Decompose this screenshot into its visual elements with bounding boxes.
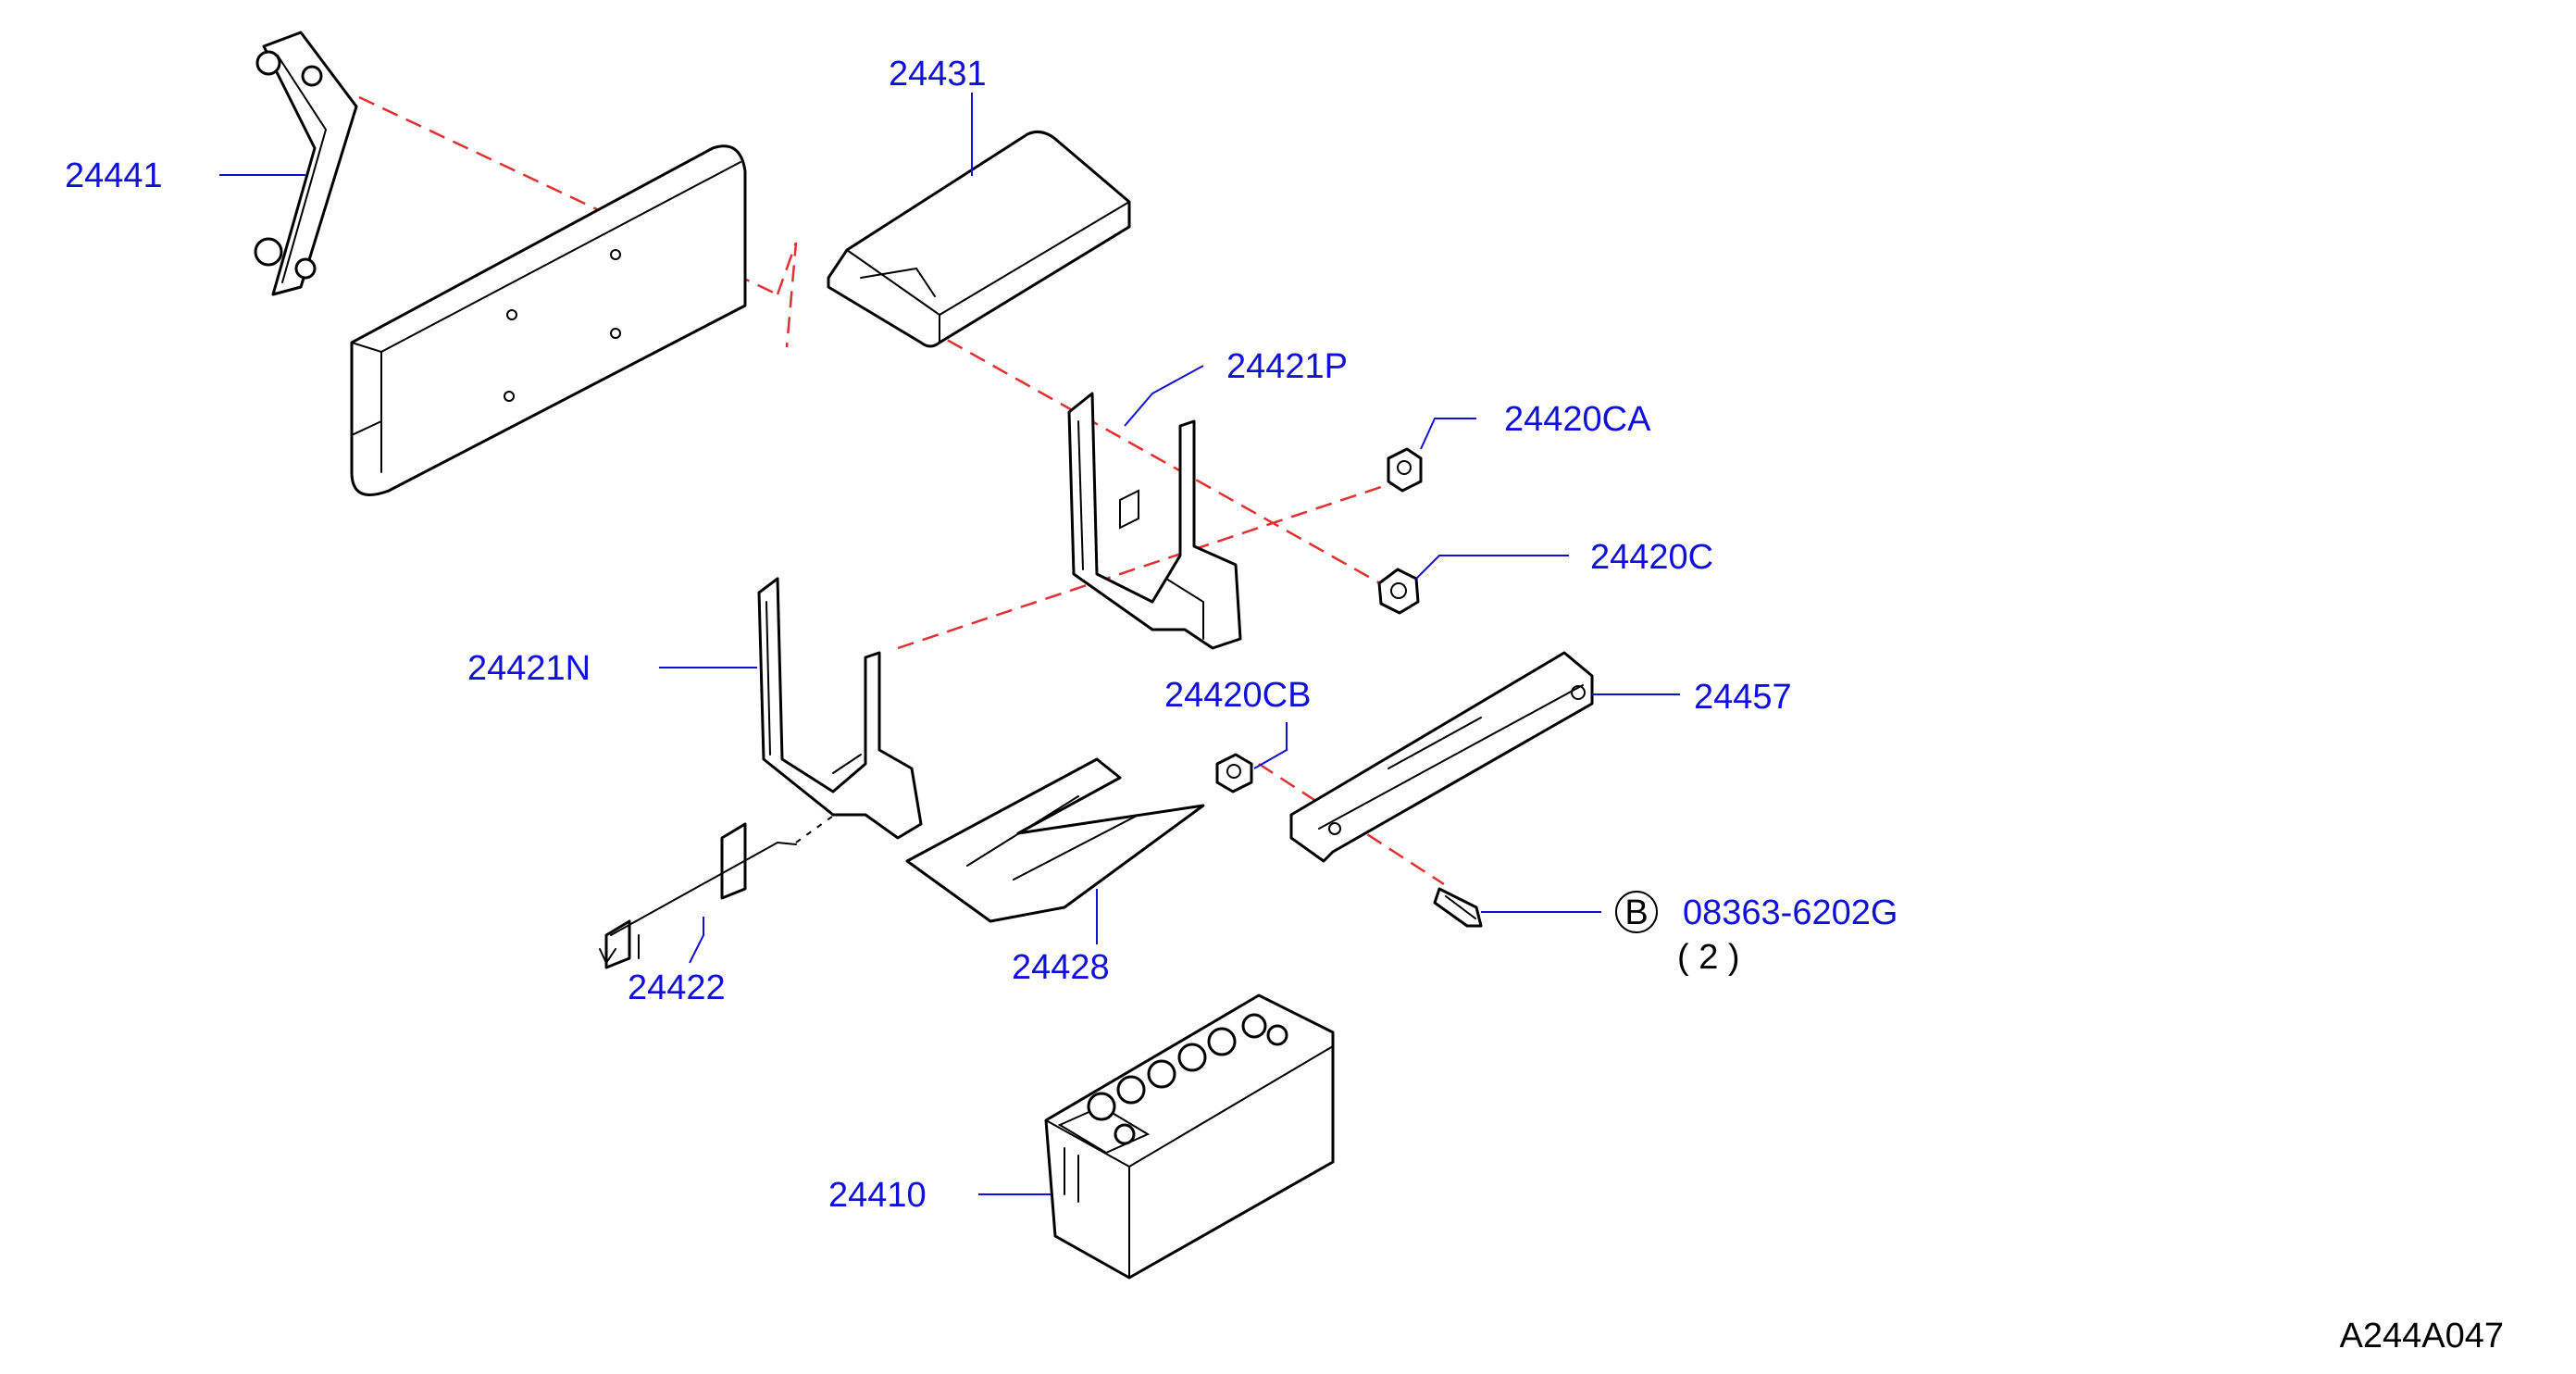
bolt-callout: B xyxy=(1615,891,1658,933)
label-24421N: 24421N xyxy=(467,649,591,688)
part-24421P-bracket xyxy=(1067,392,1242,650)
part-08363-6202G-bolt xyxy=(1433,887,1483,928)
part-24457-holddown xyxy=(1289,651,1594,863)
label-24421P: 24421P xyxy=(1226,347,1348,386)
label-24431: 24431 xyxy=(889,55,987,94)
part-24428-tray xyxy=(905,757,1205,923)
part-rail-frame xyxy=(350,144,747,496)
label-24441: 24441 xyxy=(65,156,163,195)
label-24420CA: 24420CA xyxy=(1504,400,1651,439)
part-24431-cover xyxy=(827,130,1131,348)
bolt-callout-letter: B xyxy=(1624,893,1648,932)
label-bolt-quantity: ( 2 ) xyxy=(1677,938,1740,977)
label-24428: 24428 xyxy=(1012,948,1110,987)
part-24441-clamp xyxy=(254,31,358,296)
label-bolt-08363-6202G: 08363-6202G xyxy=(1683,893,1898,932)
part-24420CA-nut xyxy=(1387,447,1423,493)
part-24422-hook-rod xyxy=(599,822,797,969)
part-24420C-nut xyxy=(1377,568,1420,615)
part-24420CB-nut xyxy=(1215,753,1253,793)
label-24422: 24422 xyxy=(628,968,726,1007)
leader-lines xyxy=(219,93,1680,1195)
label-24420C: 24420C xyxy=(1590,538,1713,577)
diagram-id: A244A047 xyxy=(2340,1317,2505,1355)
label-24457: 24457 xyxy=(1694,678,1792,717)
part-24421N-bracket xyxy=(757,577,923,840)
part-labels: 24441 24431 24421P 24420CA 24420C 24421N… xyxy=(65,55,1898,1215)
label-24410: 24410 xyxy=(828,1176,927,1215)
label-24420CB: 24420CB xyxy=(1164,676,1311,715)
part-24410-battery xyxy=(1044,993,1335,1280)
